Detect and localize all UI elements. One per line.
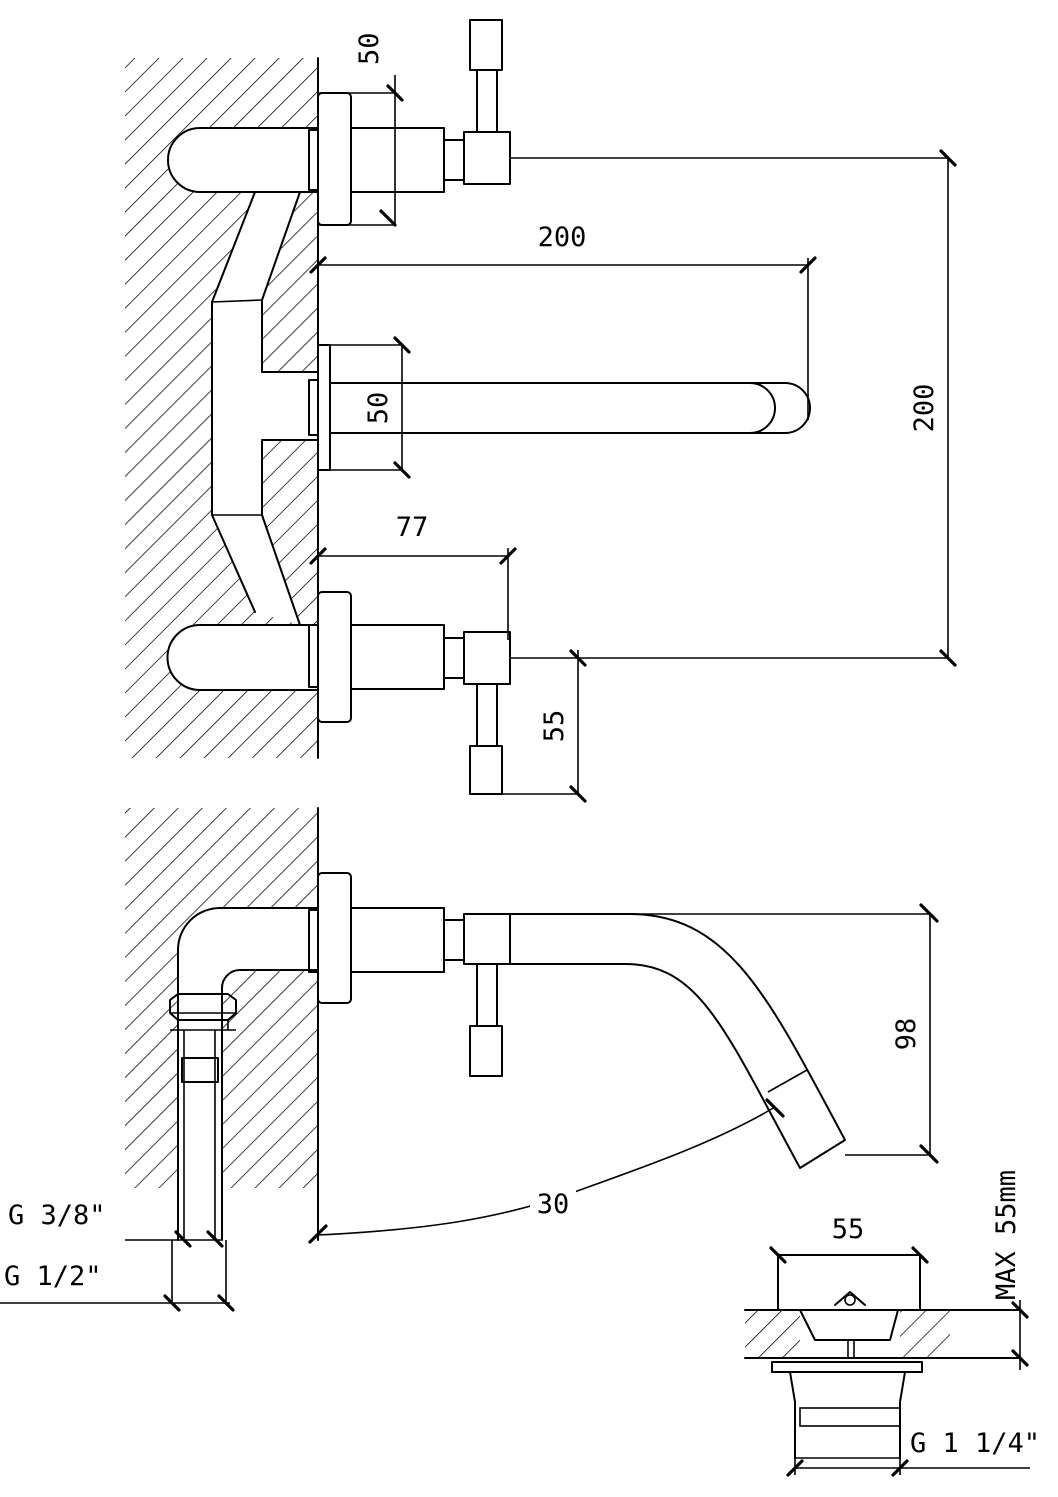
- side-spout-body: [308, 872, 846, 1169]
- wall-section-side: [125, 807, 319, 1241]
- lower-handle-valve: [308, 591, 511, 795]
- label-lever-55: 55: [539, 710, 570, 743]
- label-spout-reach-200: 200: [538, 222, 587, 253]
- label-angle-30: 30: [537, 1189, 570, 1220]
- drain-detail: 55 MAX 55mm G 1 1/4": [744, 1170, 1040, 1477]
- top-view-dimensions: 50 200 50 200 77: [309, 32, 957, 803]
- label-top-flange-50: 50: [354, 32, 385, 65]
- label-thread-1-2: G 1/2": [4, 1261, 102, 1292]
- label-drain-width-55: 55: [832, 1214, 865, 1245]
- label-spout-drop-98: 98: [891, 1018, 922, 1051]
- top-view: 50 200 50 200 77: [125, 19, 957, 803]
- upper-handle-valve: [308, 19, 511, 226]
- label-spout-diameter-50: 50: [363, 392, 394, 425]
- side-view: 98 30 G 3/8" G 1/2": [0, 807, 939, 1312]
- label-handle-reach-77: 77: [396, 512, 429, 543]
- label-thread-3-8: G 3/8": [8, 1200, 106, 1231]
- side-view-dimensions: 98 30 G 3/8" G 1/2": [0, 903, 939, 1312]
- label-max-thickness: MAX 55mm: [991, 1170, 1022, 1300]
- wall-section-top: [125, 57, 319, 759]
- label-handle-spacing-200: 200: [909, 384, 940, 433]
- label-thread-1-1-4: G 1 1/4": [910, 1428, 1040, 1459]
